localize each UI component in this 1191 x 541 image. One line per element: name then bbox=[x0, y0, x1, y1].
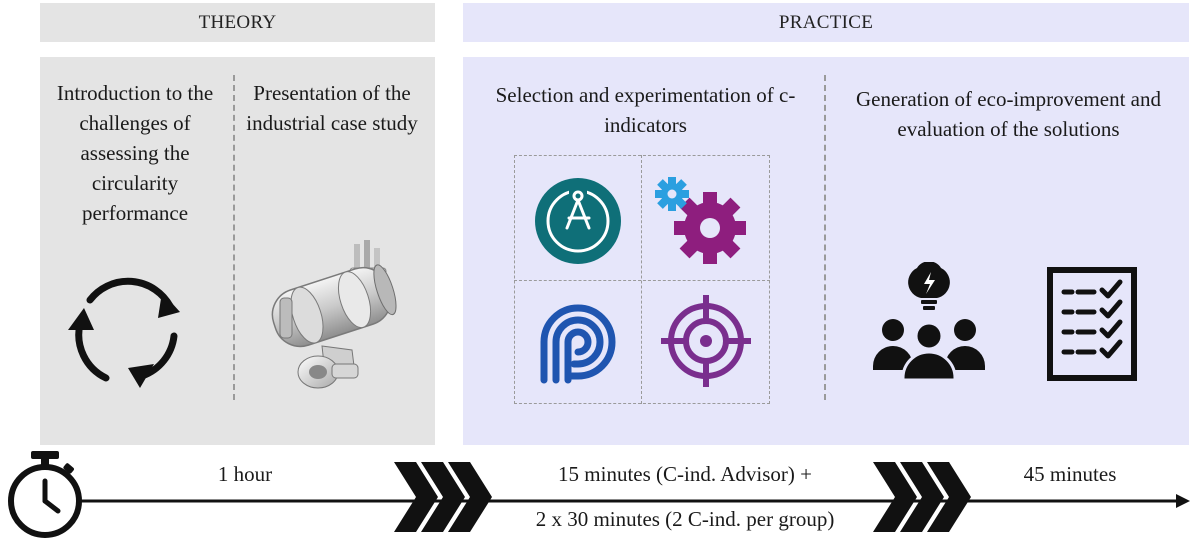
practice-step-selection: Selection and experimentation of c-indic… bbox=[495, 83, 796, 137]
indicator-grid-vline bbox=[641, 155, 642, 404]
target-icon bbox=[659, 293, 753, 389]
practice-header-label: PRACTICE bbox=[778, 11, 874, 33]
compass-icon bbox=[533, 176, 623, 266]
theory-step-intro: Introduction to the challenges of assess… bbox=[56, 81, 214, 225]
practice-duration-advisor: 15 minutes (C-ind. Advisor) + bbox=[558, 462, 812, 486]
theory-header: THEORY bbox=[40, 3, 435, 42]
indicator-grid-hline bbox=[514, 280, 770, 281]
checklist-icon bbox=[1046, 266, 1138, 382]
circular-arrows-icon bbox=[62, 268, 192, 394]
practice-header: PRACTICE bbox=[463, 3, 1189, 42]
practice-step-generation: Generation of eco-improvement and evalua… bbox=[856, 87, 1161, 141]
practice-duration-groups: 2 x 30 minutes (2 C-ind. per group) bbox=[535, 507, 835, 531]
practice-divider bbox=[824, 75, 826, 400]
team-idea-icon bbox=[869, 262, 989, 382]
theory-divider bbox=[233, 75, 235, 400]
eco-duration: 45 minutes bbox=[1023, 462, 1117, 486]
timeline-arrow bbox=[70, 490, 1191, 512]
gears-icon bbox=[652, 176, 748, 266]
theory-duration: 1 hour bbox=[217, 462, 273, 486]
theory-header-label: THEORY bbox=[198, 11, 277, 33]
chevrons-icon bbox=[394, 462, 492, 532]
engine-module-image bbox=[262, 238, 412, 398]
theory-step-case-study: Presentation of the industrial case stud… bbox=[246, 81, 418, 135]
stopwatch-icon bbox=[4, 449, 86, 541]
chevrons-icon-2 bbox=[873, 462, 971, 532]
concentric-p-icon bbox=[532, 298, 624, 390]
indicator-grid bbox=[514, 155, 770, 404]
